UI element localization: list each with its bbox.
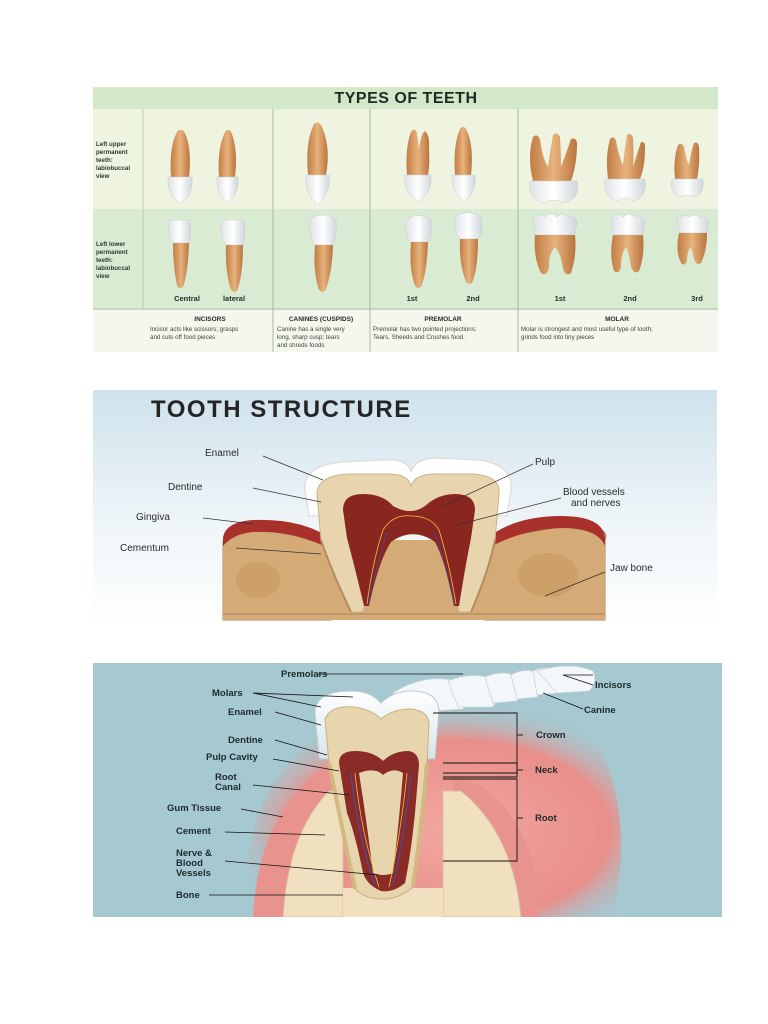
tooth-structure-diagram: TOOTH STRUCTURE Enamel Dentine Gingiva C… bbox=[93, 390, 717, 626]
label-canine: Canine bbox=[584, 705, 616, 716]
category-canines: CANINES (CUSPIDS) bbox=[289, 316, 353, 323]
label-cementum: Cementum bbox=[120, 543, 169, 554]
label-pulp: Pulp bbox=[535, 457, 555, 468]
types-title: TYPES OF TEETH bbox=[334, 90, 477, 107]
desc-premolar: Premolar has two pointed projections; Te… bbox=[373, 326, 478, 341]
label-lateral: lateral bbox=[223, 294, 245, 303]
label-pulp-cavity: Pulp Cavity bbox=[206, 752, 258, 763]
label-premolar-2nd: 2nd bbox=[466, 294, 480, 303]
label-incisors: Incisors bbox=[595, 680, 631, 691]
label-premolars: Premolars bbox=[281, 669, 327, 680]
category-premolar: PREMOLAR bbox=[424, 316, 462, 323]
category-molar: MOLAR bbox=[605, 316, 629, 323]
label-blood-vessels: Blood vessels and nerves bbox=[563, 487, 627, 509]
label-molar-2nd: 2nd bbox=[623, 294, 637, 303]
label-root-canal: Root Canal bbox=[215, 772, 241, 793]
types-of-teeth-diagram: TYPES OF TEETH Left upper permanent teet… bbox=[93, 87, 718, 352]
label-dentine: Dentine bbox=[168, 482, 203, 493]
label-bone: Bone bbox=[176, 890, 200, 901]
label-crown: Crown bbox=[536, 730, 566, 741]
label-dentine-3: Dentine bbox=[228, 735, 263, 746]
structure-title: TOOTH STRUCTURE bbox=[151, 396, 412, 423]
tooth-anatomy-diagram: Premolars Incisors Molars Canine Enamel … bbox=[93, 663, 722, 917]
label-molar-1st: 1st bbox=[555, 294, 566, 303]
label-neck: Neck bbox=[535, 765, 558, 776]
label-cement: Cement bbox=[176, 826, 212, 837]
label-gingiva: Gingiva bbox=[136, 512, 170, 523]
category-incisors: INCISORS bbox=[194, 316, 226, 323]
label-molars: Molars bbox=[212, 688, 243, 699]
label-root: Root bbox=[535, 813, 557, 824]
label-gum-tissue: Gum Tissue bbox=[167, 803, 221, 814]
upper-first-molar bbox=[530, 133, 578, 203]
label-molar-3rd: 3rd bbox=[691, 294, 703, 303]
label-central: Central bbox=[174, 294, 200, 303]
tooth-anatomy-panel: Premolars Incisors Molars Canine Enamel … bbox=[93, 663, 722, 917]
label-premolar-1st: 1st bbox=[407, 294, 418, 303]
label-jaw-bone: Jaw bone bbox=[610, 563, 653, 574]
label-enamel-3: Enamel bbox=[228, 707, 262, 718]
tooth-structure-panel: TOOTH STRUCTURE Enamel Dentine Gingiva C… bbox=[93, 390, 717, 626]
label-enamel: Enamel bbox=[205, 448, 239, 459]
types-of-teeth-panel: TYPES OF TEETH Left upper permanent teet… bbox=[93, 87, 718, 352]
